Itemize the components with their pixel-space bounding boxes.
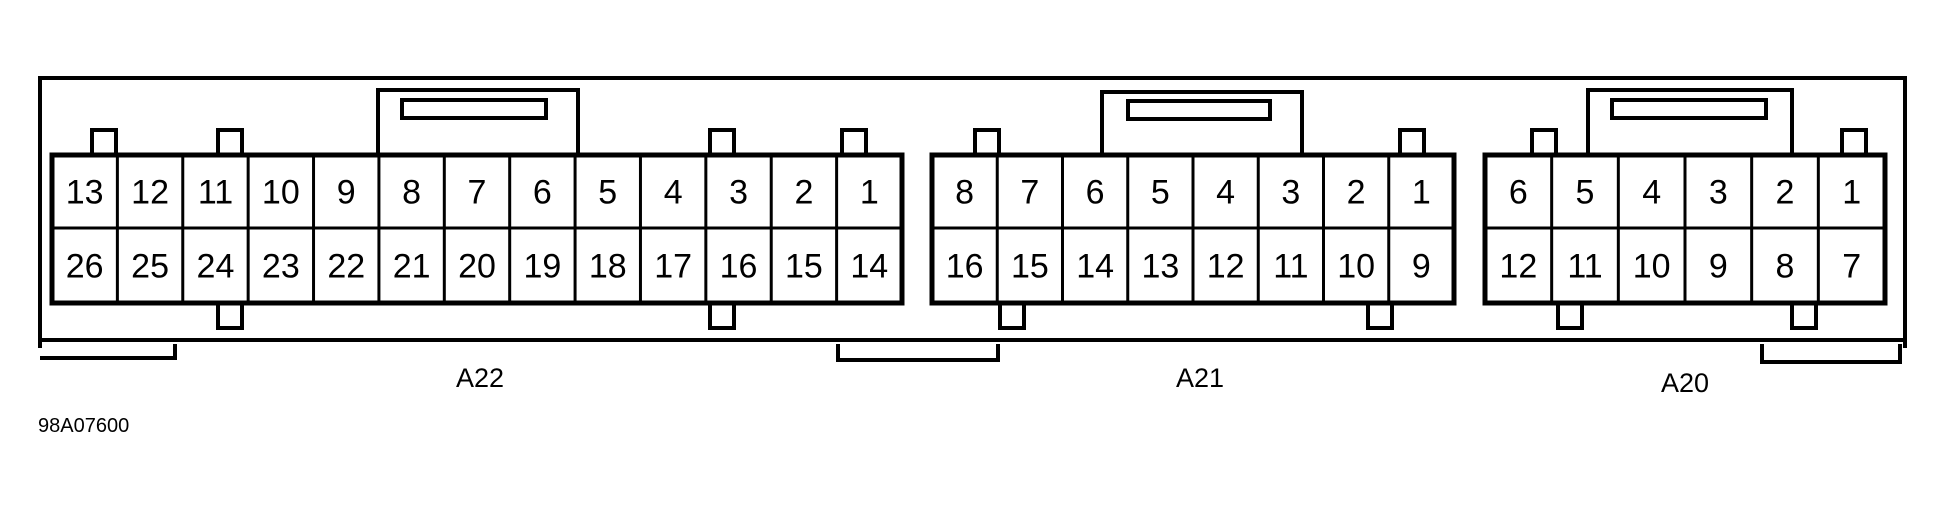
pin-a22-25: 25 [131,248,169,286]
pin-a22-24: 24 [197,248,235,286]
figure-code: 98A07600 [38,415,129,437]
pin-a22-11: 11 [198,174,233,212]
pin-a22-18: 18 [589,248,627,286]
connector-housing [38,76,1907,348]
pin-a21-10: 10 [1337,248,1375,286]
pin-a22-7: 7 [468,174,487,212]
pin-a21-16: 16 [946,248,984,286]
connector-label-a22: A22 [456,363,504,393]
pin-a20-4: 4 [1642,174,1661,212]
pin-a21-3: 3 [1281,174,1300,212]
pin-a22-1: 1 [860,174,879,212]
pin-a21-11: 11 [1273,248,1308,286]
latch-a20 [1586,88,1794,155]
locating-tabs [90,128,1868,330]
pin-a22-2: 2 [794,174,813,212]
pin-a22-15: 15 [785,248,823,286]
pin-a22-12: 12 [131,174,169,212]
pin-a21-5: 5 [1151,174,1170,212]
pin-a20-1: 1 [1842,174,1861,212]
pin-a22-4: 4 [664,174,683,212]
pin-a21-6: 6 [1086,174,1105,212]
pin-a21-1: 1 [1412,174,1431,212]
connector-a21: 8 7 6 5 4 3 2 1 16 15 14 13 12 11 10 9 [929,152,1457,306]
pin-a20-6: 6 [1509,174,1528,212]
pin-a20-8: 8 [1776,248,1795,286]
pin-a20-11: 11 [1567,248,1602,286]
pin-a21-13: 13 [1141,248,1179,286]
pin-a21-2: 2 [1347,174,1366,212]
latch-a22 [376,88,580,155]
pin-a22-3: 3 [729,174,748,212]
pin-a22-16: 16 [720,248,758,286]
pin-a22-14: 14 [850,248,888,286]
pin-a22-23: 23 [262,248,300,286]
pin-a22-21: 21 [393,248,431,286]
pin-a20-3: 3 [1709,174,1728,212]
pin-a22-20: 20 [458,248,496,286]
pin-a22-26: 26 [66,248,104,286]
latch-a21 [1100,90,1304,155]
pin-a22-6: 6 [533,174,552,212]
pin-a20-10: 10 [1633,248,1671,286]
pin-a21-14: 14 [1076,248,1114,286]
pin-a20-7: 7 [1842,248,1861,286]
pin-a20-5: 5 [1576,174,1595,212]
housing-feet [40,344,1902,364]
pin-a20-2: 2 [1776,174,1795,212]
pin-a22-8: 8 [402,174,421,212]
pin-a22-10: 10 [262,174,300,212]
connector-a20: 6 5 4 3 2 1 12 11 10 9 8 7 [1482,152,1888,306]
pin-a20-12: 12 [1499,248,1537,286]
pin-a21-12: 12 [1207,248,1245,286]
pin-a21-8: 8 [955,174,974,212]
pin-a20-9: 9 [1709,248,1728,286]
connector-label-a21: A21 [1176,363,1224,393]
pin-a22-17: 17 [654,248,692,286]
pin-a22-5: 5 [598,174,617,212]
pin-a22-19: 19 [523,248,561,286]
pin-a22-22: 22 [327,248,365,286]
pin-a22-13: 13 [66,174,104,212]
connector-label-a20: A20 [1661,368,1709,398]
pin-a21-15: 15 [1011,248,1049,286]
pin-a21-7: 7 [1020,174,1039,212]
pin-a21-9: 9 [1412,248,1431,286]
pin-a21-4: 4 [1216,174,1235,212]
pin-a22-9: 9 [337,174,356,212]
